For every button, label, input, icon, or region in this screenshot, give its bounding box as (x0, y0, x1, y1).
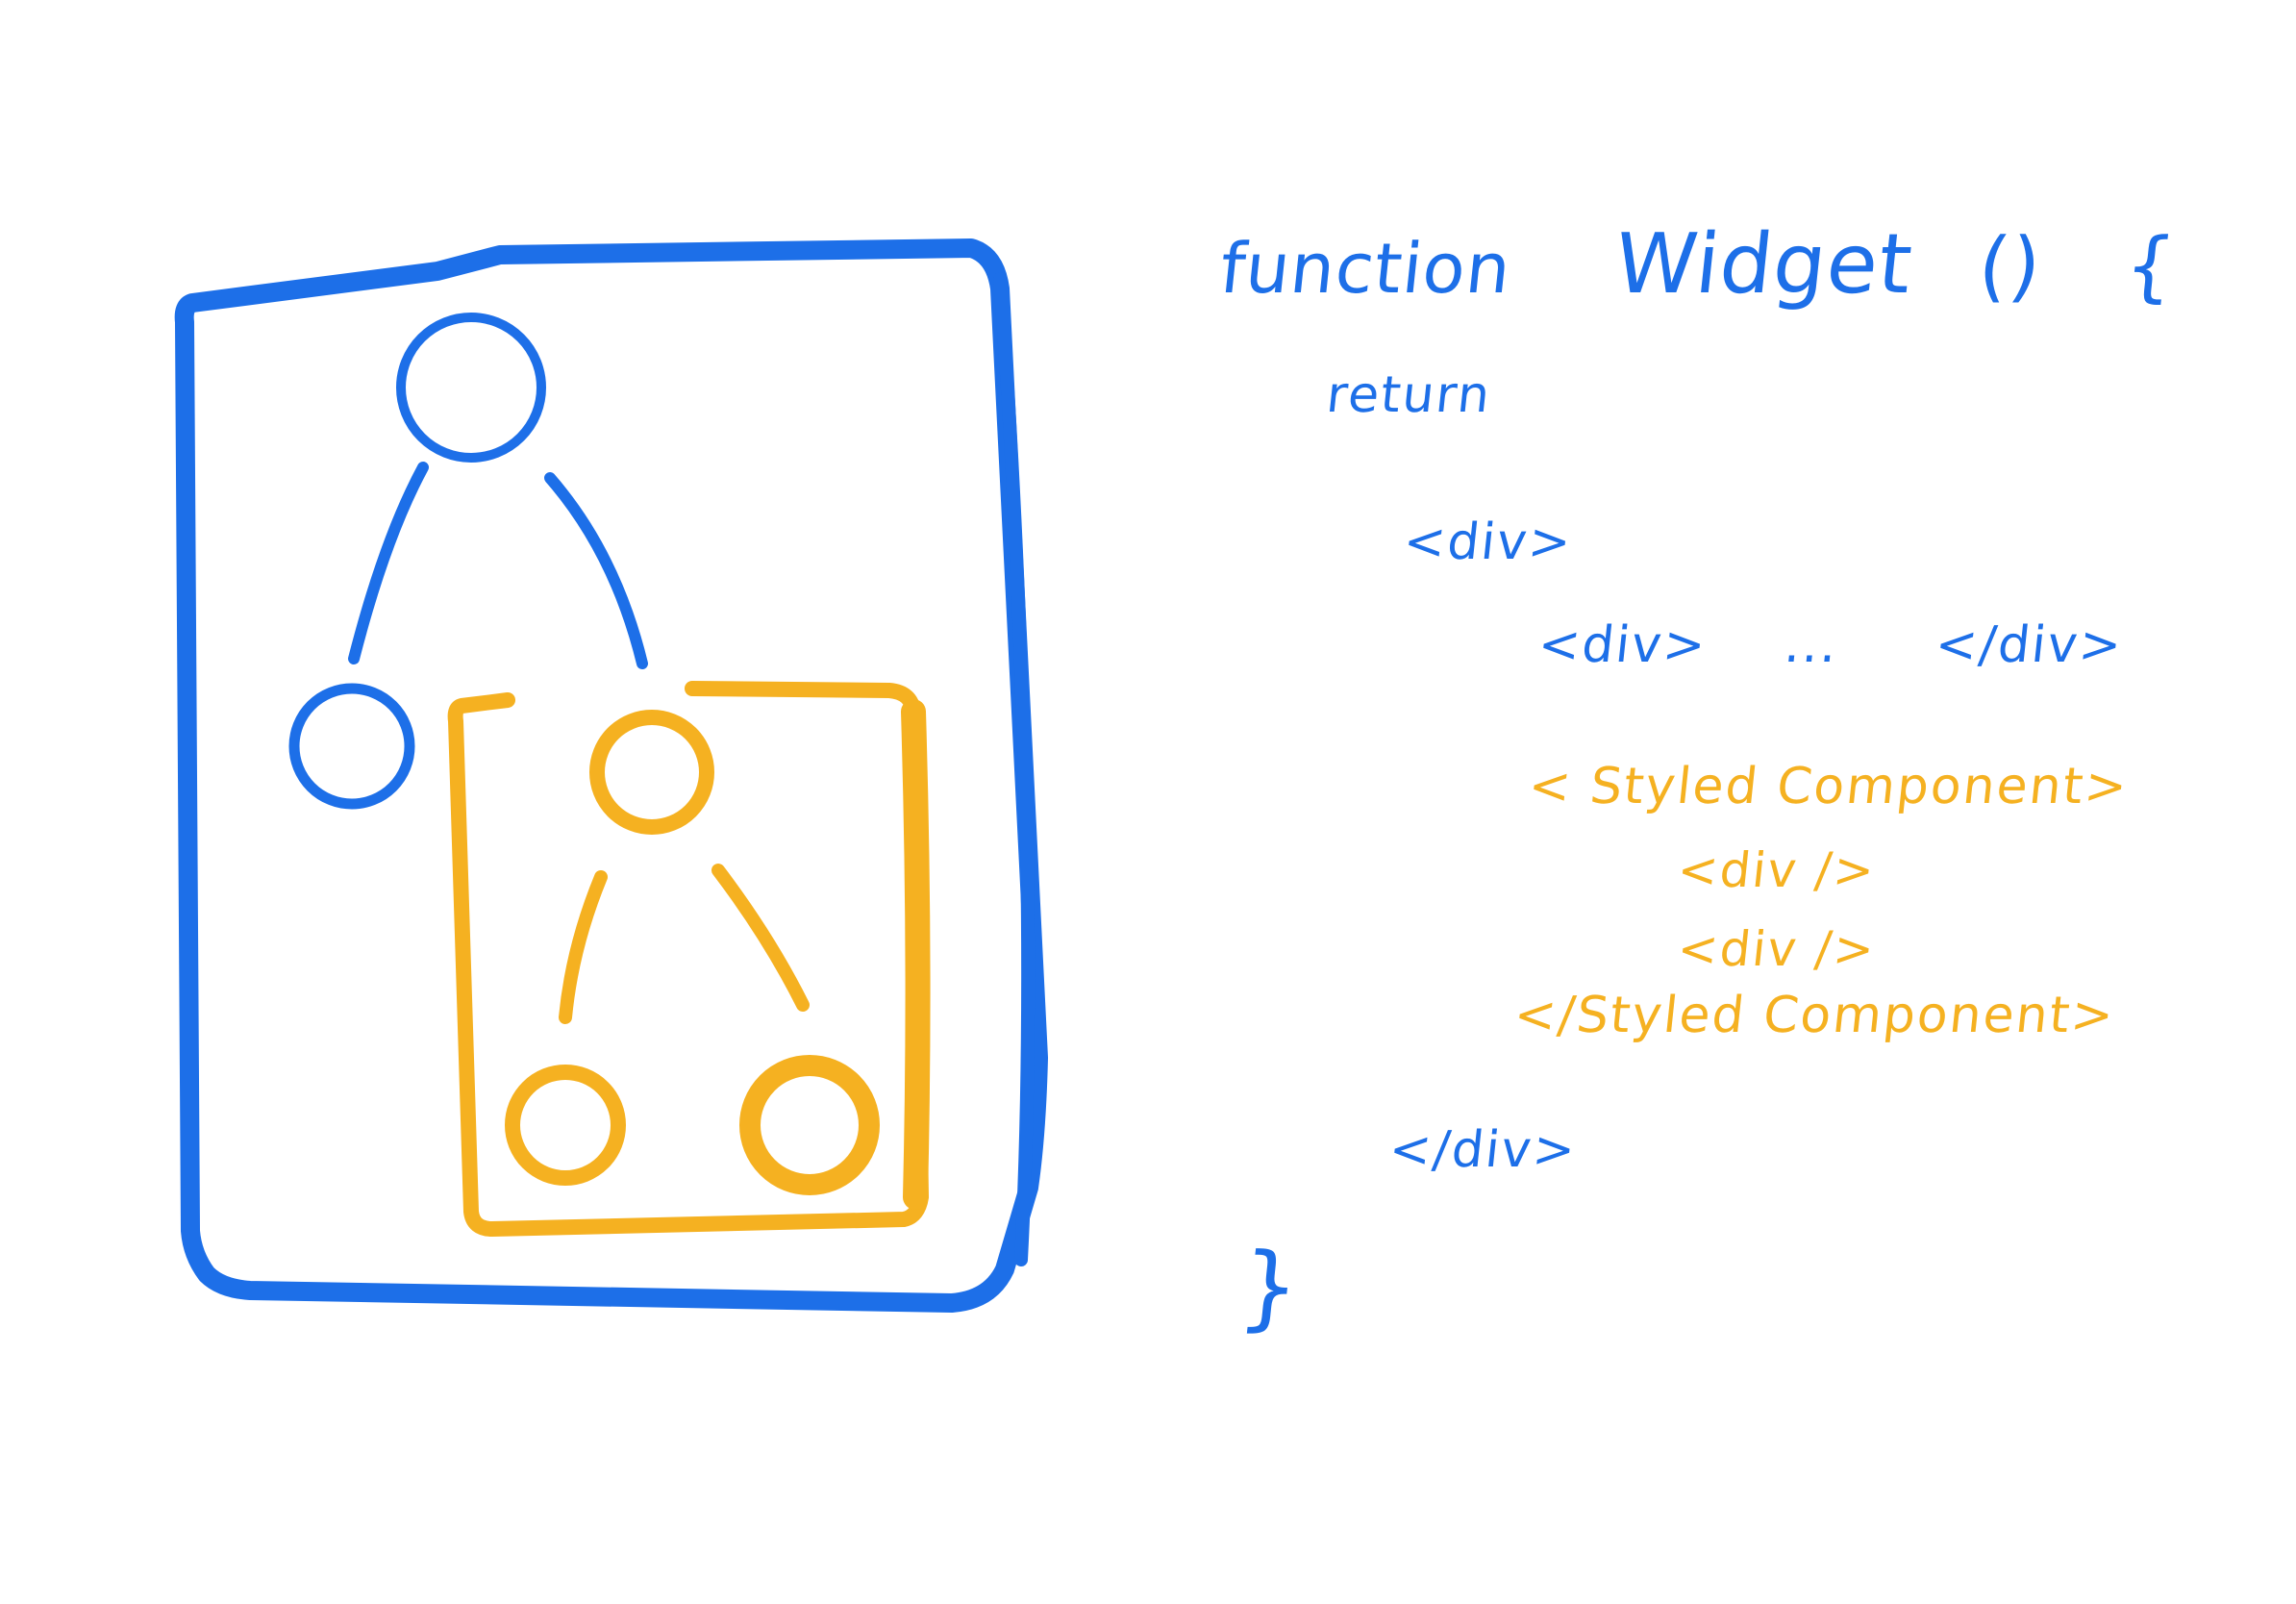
inner-div-open: <div> (1535, 616, 1710, 674)
code-function-signature: function Widget () { (1216, 216, 2180, 313)
code-return: return (1323, 366, 1495, 424)
signature-parens: () (1974, 221, 2046, 311)
code-outer-div-open: <div> (1400, 514, 1576, 571)
code-styled-component-open: < Styled Component> (1525, 758, 2132, 815)
inner-div-close: </div> (1932, 616, 2127, 674)
code-styled-component-close: </Styled Component> (1510, 987, 2118, 1044)
styled-right-child-node (739, 1055, 880, 1195)
styled-left-child-node (505, 1065, 626, 1186)
outer-root-node (396, 313, 546, 463)
outer-edge-left (348, 462, 429, 664)
outer-left-child-node (288, 683, 415, 810)
styled-root-node (589, 710, 714, 835)
code-outer-div-close: </div> (1385, 1121, 1581, 1179)
styled-edge-left (559, 870, 608, 1024)
styled-frame-shadow (901, 699, 931, 1210)
inner-ellipsis: ... (1782, 616, 1842, 674)
code-styled-child-2: <div /> (1674, 921, 1879, 977)
open-brace: { (2120, 221, 2181, 311)
styled-edge-right (711, 864, 810, 1012)
outer-frame-shadow (993, 272, 1036, 1266)
outer-edge-right (544, 472, 648, 669)
code-styled-child-1: <div /> (1674, 842, 1879, 898)
function-keyword: function (1216, 228, 1516, 309)
widget-name: Widget (1610, 216, 1918, 313)
code-inner-div-line: <div> ... </div> (1535, 616, 2126, 674)
code-close-brace: } (1235, 1233, 1305, 1341)
